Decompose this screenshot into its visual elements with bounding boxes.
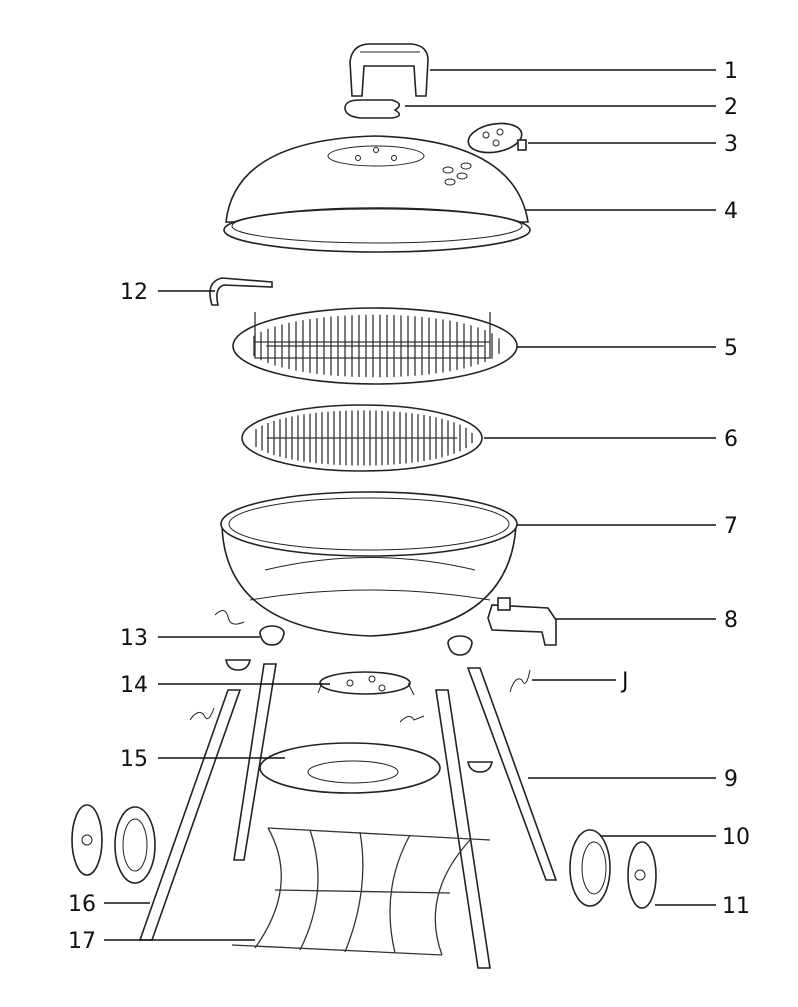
bowl-part: [220, 491, 518, 637]
callout-11: 11: [722, 894, 750, 919]
bottom-vent-part: [317, 671, 415, 696]
heat-shield-part: [344, 99, 401, 119]
lid-hook-part: [209, 277, 273, 306]
callout-12: 12: [120, 280, 148, 305]
bowl-handle-part: [487, 604, 557, 646]
callout-1: 1: [724, 59, 738, 84]
callout-14: 14: [120, 673, 148, 698]
charcoal-grate-part: [241, 404, 483, 472]
callout-17: 17: [68, 929, 96, 954]
callout-8: 8: [724, 608, 738, 633]
handle-bracket: [497, 597, 511, 611]
lid-handle-part: [349, 43, 429, 97]
callout-J: J: [620, 669, 629, 694]
leg-clips-part: [189, 610, 531, 723]
legs-part: [138, 663, 558, 969]
ash-tray-part: [259, 742, 441, 794]
right-wheel-part: [569, 829, 657, 909]
callout-2: 2: [724, 95, 738, 120]
callout-15: 15: [120, 747, 148, 772]
bottom-shelf-part: [231, 827, 491, 956]
callout-3: 3: [724, 132, 738, 157]
callout-13: 13: [120, 626, 148, 651]
lid-part: [223, 135, 531, 253]
callout-5: 5: [724, 336, 738, 361]
callout-4: 4: [724, 199, 738, 224]
callout-10: 10: [722, 825, 750, 850]
callout-7: 7: [724, 514, 738, 539]
callout-9: 9: [724, 767, 738, 792]
lid-vent-part: [467, 122, 527, 154]
callout-6: 6: [724, 427, 738, 452]
callout-16: 16: [68, 892, 96, 917]
leader-lines: [104, 69, 716, 941]
left-wheel-part: [71, 804, 156, 884]
leg-sockets-part: [225, 625, 493, 773]
cooking-grate-part: [232, 307, 518, 385]
